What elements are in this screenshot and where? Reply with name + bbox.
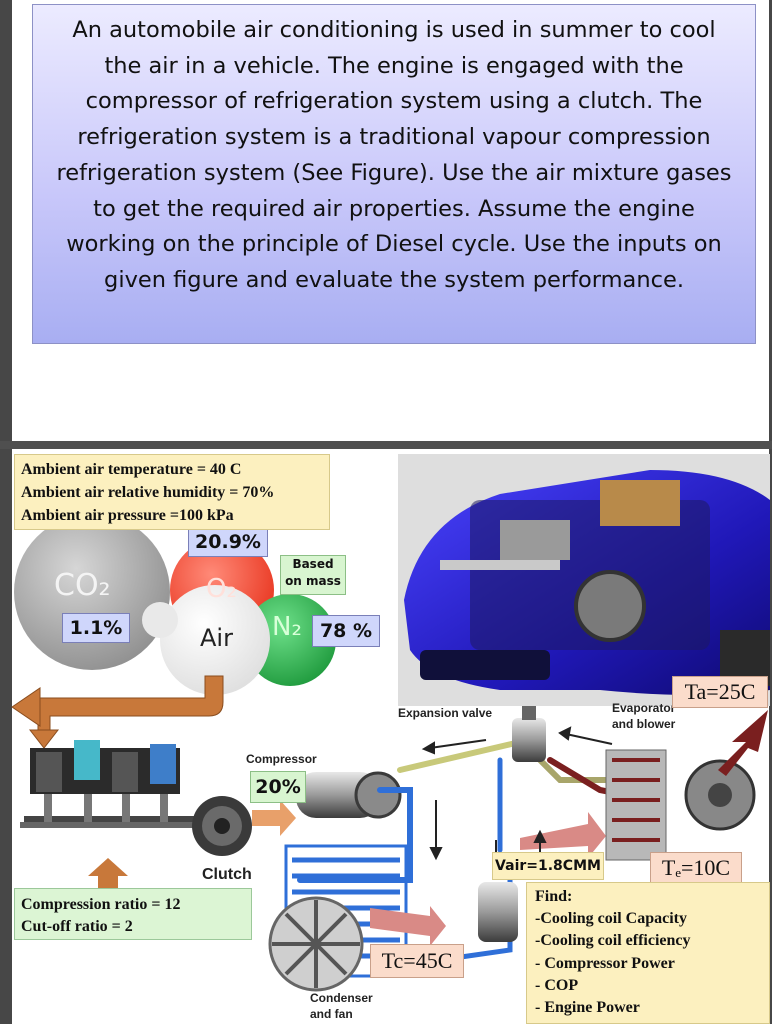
problem-statement: An automobile air conditioning is used i… — [32, 4, 756, 344]
evaporator-icon — [605, 749, 756, 861]
condenser-icon — [268, 844, 408, 992]
clutch-arrow — [252, 800, 296, 836]
left-border — [0, 0, 12, 1024]
co2-percentage: 1.1% — [62, 613, 130, 643]
evaporator-arrow — [718, 710, 768, 776]
engine-up-arrow — [88, 858, 128, 888]
right-border — [769, 0, 772, 1024]
car-illustration — [398, 454, 770, 706]
expansion-valve-icon — [512, 706, 546, 762]
mass-basis-note: Based on mass — [280, 555, 346, 595]
compressor-icon — [296, 771, 402, 819]
ambient-conditions: Ambient air temperature = 40 C Ambient a… — [14, 454, 330, 530]
o2-percentage: 20.9% — [188, 527, 268, 557]
condenser-temp: Tc=45C — [370, 944, 464, 978]
air-flow-arrow — [520, 812, 606, 858]
engine-ratios: Compression ratio = 12 Cut-off ratio = 2 — [14, 888, 252, 940]
co2-circle — [14, 514, 170, 670]
air-intake-arrow — [11, 675, 224, 749]
condenser-air-arrow — [370, 906, 446, 946]
problem-line: An automobile air conditioning is used i… — [72, 17, 716, 43]
find-item: -Cooling coil Capacity — [535, 910, 687, 928]
clutch-label: Clutch — [202, 866, 252, 883]
find-item: - Compressor Power — [535, 954, 675, 972]
problem-line: given figure and evaluate the system per… — [104, 266, 684, 293]
cutoff-ratio: Cut-off ratio = 2 — [21, 918, 133, 935]
find-item: - Engine Power — [535, 999, 640, 1017]
condenser-label: Condenser and fan — [310, 991, 373, 1021]
air-flow-rate: Vair=1.8CMM — [492, 852, 604, 880]
o2-label: O₂ — [206, 574, 237, 604]
expansion-valve-label: Expansion valve — [398, 706, 493, 720]
problem-line: refrigeration system (See Figure). Use t… — [56, 159, 732, 186]
air-label: Air — [200, 624, 233, 652]
find-item: -Cooling coil efficiency — [535, 932, 691, 950]
find-list: Find: -Cooling coil Capacity -Cooling co… — [526, 882, 770, 1024]
co2-label: CO₂ — [54, 568, 111, 603]
compression-ratio: Compression ratio = 12 — [21, 896, 181, 913]
problem-line: refrigeration system is a traditional va… — [77, 124, 711, 151]
section-divider — [0, 441, 772, 449]
problem-line: to get the required air properties. Assu… — [93, 195, 695, 222]
evaporator-temp: Tₑ=10C — [650, 852, 742, 884]
air-bubble — [142, 602, 178, 638]
ambient-cabin-temp: Ta=25C — [672, 676, 768, 708]
ambient-pressure: Ambient air pressure =100 kPa — [21, 507, 234, 524]
problem-line: compressor of refrigeration system using… — [85, 88, 703, 115]
find-title: Find: — [535, 888, 573, 905]
ambient-humidity: Ambient air relative humidity = 70% — [21, 484, 275, 501]
air-circle — [160, 585, 270, 695]
problem-line: working on the principle of Diesel cycle… — [66, 231, 722, 258]
engine-cylinders-icon — [20, 740, 220, 828]
find-item: - COP — [535, 976, 579, 994]
evaporator-label: Evaporator and blower — [612, 701, 676, 731]
n2-percentage: 78 % — [312, 615, 380, 647]
n2-label: N₂ — [272, 612, 302, 642]
compressor-percentage: 20% — [250, 771, 306, 803]
clutch-icon — [192, 796, 252, 856]
problem-line: the air in a vehicle. The engine is enga… — [104, 52, 684, 79]
ambient-temperature: Ambient air temperature = 40 C — [21, 461, 242, 478]
receiver-drier-icon — [478, 882, 518, 942]
compressor-label: Compressor — [246, 752, 317, 766]
